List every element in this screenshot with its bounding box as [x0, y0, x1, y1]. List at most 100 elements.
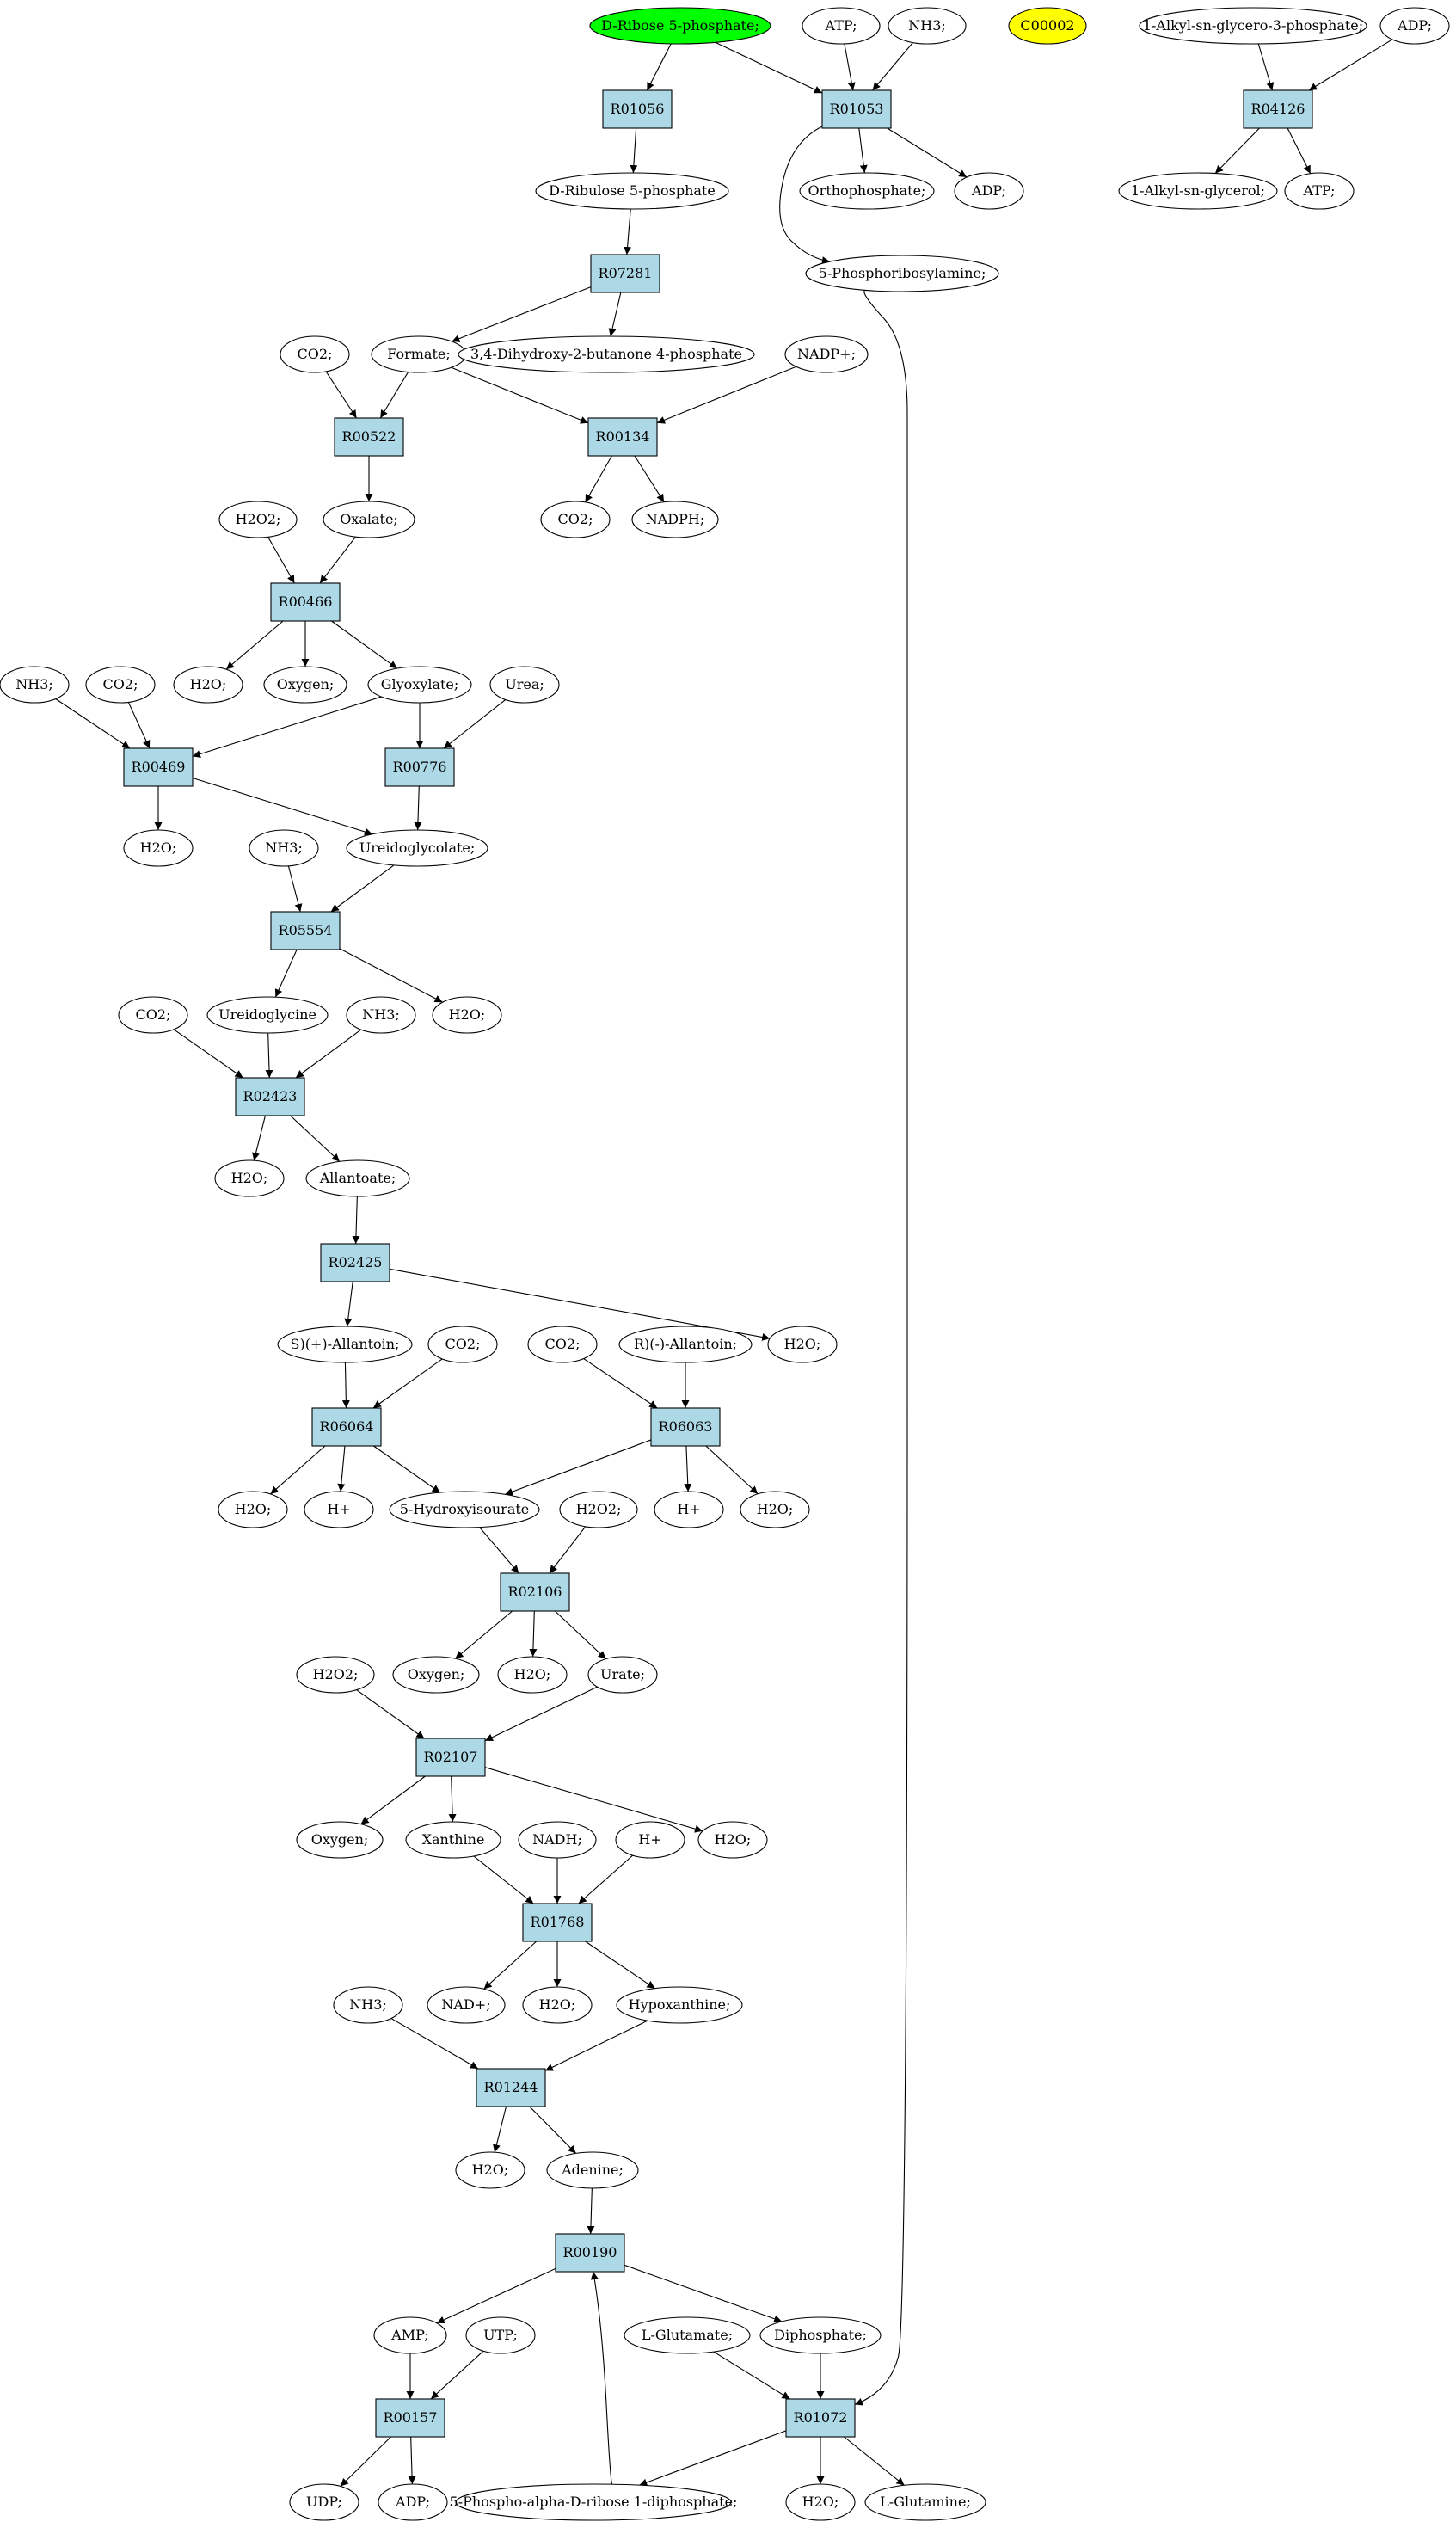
compound-node-dhbp[interactable]: 3,4-Dihydroxy-2-butanone 4-phosphate	[458, 335, 755, 373]
compound-node-co2-1[interactable]: CO2;	[280, 335, 350, 373]
compound-node-ribulose5p[interactable]: D-Ribulose 5-phosphate	[535, 172, 729, 210]
compound-node-h2o-1[interactable]: H2O;	[173, 666, 243, 704]
edge-r_R06064-to-c_hiu	[373, 1445, 440, 1493]
compound-node-h2o-6[interactable]: H2O;	[218, 1491, 288, 1528]
edge-c_co2_5-to-r_R06064	[372, 1358, 443, 1409]
reaction-node-R07281[interactable]: R07281	[590, 254, 660, 293]
reaction-node-R02425[interactable]: R02425	[320, 1243, 390, 1282]
reaction-node-R02423[interactable]: R02423	[235, 1077, 305, 1116]
reaction-node-R00522[interactable]: R00522	[334, 417, 404, 457]
compound-node-glyoxylate[interactable]: Glyoxylate;	[367, 666, 472, 704]
reaction-node-R02107[interactable]: R02107	[415, 1738, 486, 1777]
reaction-node-R05554[interactable]: R05554	[270, 911, 341, 950]
compound-node-oxygen-3[interactable]: Oxygen;	[296, 1821, 384, 1859]
compound-node-h2o2-2[interactable]: H2O2;	[559, 1491, 638, 1528]
compound-node-allantoate[interactable]: Allantoate;	[305, 1159, 410, 1197]
reaction-node-R06063[interactable]: R06063	[650, 1407, 721, 1447]
compound-node-c00002[interactable]: C00002	[1008, 7, 1087, 45]
compound-node-udp[interactable]: UDP;	[289, 2483, 359, 2521]
reaction-node-R00190[interactable]: R00190	[555, 2233, 625, 2273]
compound-node-adenine[interactable]: Adenine;	[546, 2151, 639, 2189]
compound-node-co2-5[interactable]: CO2;	[427, 1326, 498, 1363]
compound-node-nh3-3[interactable]: NH3;	[249, 829, 319, 867]
compound-node-hplus-1[interactable]: H+	[304, 1491, 374, 1528]
compound-node-nadh[interactable]: NADH;	[518, 1821, 597, 1859]
compound-node-ureidoglycine[interactable]: Ureidoglycine	[206, 996, 329, 1034]
compound-node-nadph[interactable]: NADPH;	[631, 501, 719, 538]
compound-node-glutamine[interactable]: L-Glutamine;	[864, 2483, 986, 2521]
compound-node-r-allantoin[interactable]: R)(-)-Allantoin;	[618, 1326, 753, 1363]
compound-label: 5-Phosphoribosylamine;	[819, 265, 986, 281]
reaction-node-R06064[interactable]: R06064	[311, 1407, 382, 1447]
compound-node-ribose5p[interactable]: D-Ribose 5-phosphate;	[589, 7, 771, 45]
compound-node-nh3-5[interactable]: NH3;	[333, 1986, 403, 2024]
compound-node-adp1[interactable]: ADP;	[1379, 7, 1450, 45]
compound-node-oxygen-2[interactable]: Oxygen;	[392, 1656, 480, 1694]
reaction-node-R01056[interactable]: R01056	[602, 89, 673, 129]
reaction-node-R00134[interactable]: R00134	[587, 417, 658, 457]
compound-node-nh3-1[interactable]: NH3;	[888, 7, 967, 45]
compound-node-h2o-10[interactable]: H2O;	[522, 1986, 593, 2024]
compound-node-prpp[interactable]: 5-Phospho-alpha-D-ribose 1-diphosphate;	[450, 2483, 738, 2521]
compound-node-h2o-12[interactable]: H2O;	[785, 2483, 856, 2521]
compound-node-oxalate[interactable]: Oxalate;	[323, 501, 415, 538]
compound-node-h2o-8[interactable]: H2O;	[497, 1656, 568, 1694]
compound-node-h2o-2[interactable]: H2O;	[123, 829, 194, 867]
compound-node-s-allantoin[interactable]: S)(+)-Allantoin;	[277, 1326, 413, 1363]
reaction-node-R00469[interactable]: R00469	[123, 747, 194, 787]
compound-node-diphosphate[interactable]: Diphosphate;	[759, 2316, 882, 2354]
compound-ellipse	[304, 1491, 374, 1528]
compound-node-amp[interactable]: AMP;	[373, 2316, 447, 2354]
compound-node-h2o-11[interactable]: H2O;	[455, 2151, 525, 2189]
compound-node-xanthine[interactable]: Xanthine	[405, 1821, 501, 1859]
edges-layer	[55, 39, 1393, 2487]
compound-node-h2o-9[interactable]: H2O;	[697, 1821, 768, 1859]
reaction-node-R00776[interactable]: R00776	[384, 747, 455, 787]
compound-node-atp2[interactable]: ATP;	[1284, 172, 1355, 210]
compound-node-urate[interactable]: Urate;	[587, 1656, 658, 1694]
compound-node-urea[interactable]: Urea;	[489, 666, 560, 704]
compound-node-atp1[interactable]: ATP;	[802, 7, 881, 45]
compound-node-alkylg3p[interactable]: 1-Alkyl-sn-glycero-3-phosphate;	[1139, 7, 1367, 45]
reaction-label: R00522	[342, 428, 396, 445]
compound-node-ureidoglycolate[interactable]: Ureidoglycolate;	[346, 829, 488, 867]
compound-node-nh3-4[interactable]: NH3;	[346, 996, 416, 1034]
compound-ellipse	[1379, 7, 1450, 45]
compound-node-formate[interactable]: Formate;	[371, 335, 467, 373]
reaction-node-R00466[interactable]: R00466	[270, 582, 341, 622]
reaction-node-R02106[interactable]: R02106	[500, 1572, 570, 1612]
compound-node-utp[interactable]: UTP;	[465, 2316, 536, 2354]
reaction-node-R01244[interactable]: R01244	[476, 2068, 546, 2107]
compound-node-nad[interactable]: NAD+;	[427, 1986, 506, 2024]
compound-node-hypoxanthine[interactable]: Hypoxanthine;	[616, 1986, 743, 2024]
compound-node-alkylglycerol[interactable]: 1-Alkyl-sn-glycerol;	[1118, 172, 1278, 210]
compound-node-hiu[interactable]: 5-Hydroxyisourate	[389, 1491, 540, 1528]
reaction-node-R04126[interactable]: R04126	[1243, 89, 1313, 129]
edge-c_nh3_3-to-r_R05554	[287, 865, 303, 913]
compound-node-nh3-2[interactable]: NH3;	[0, 666, 70, 704]
compound-node-h2o-5[interactable]: H2O;	[767, 1326, 838, 1363]
compound-node-h2o-4[interactable]: H2O;	[214, 1159, 285, 1197]
compound-node-oxygen-1[interactable]: Oxygen;	[263, 666, 347, 704]
compound-node-prpa[interactable]: 5-Phosphoribosylamine;	[805, 255, 999, 292]
compound-node-adp2[interactable]: ADP;	[954, 172, 1024, 210]
compound-node-adp3[interactable]: ADP;	[378, 2483, 448, 2521]
compound-node-h2o-3[interactable]: H2O;	[432, 996, 502, 1034]
compound-node-hplus-2[interactable]: H+	[654, 1491, 724, 1528]
compound-node-h2o-7[interactable]: H2O;	[740, 1491, 810, 1528]
reaction-node-R00157[interactable]: R00157	[375, 2398, 445, 2438]
compound-node-orthophos[interactable]: Orthophosphate;	[799, 172, 935, 210]
compound-label: CO2;	[558, 511, 593, 527]
compound-node-h2o2-3[interactable]: H2O2;	[296, 1656, 375, 1694]
compound-node-hplus-3[interactable]: H+	[615, 1821, 685, 1859]
reaction-node-R01072[interactable]: R01072	[785, 2398, 856, 2438]
compound-node-co2-3[interactable]: CO2;	[85, 666, 156, 704]
reaction-node-R01768[interactable]: R01768	[522, 1903, 593, 1942]
compound-node-co2-4[interactable]: CO2;	[118, 996, 188, 1034]
compound-node-h2o2-1[interactable]: H2O2;	[218, 501, 298, 538]
compound-node-nadp[interactable]: NADP+;	[784, 335, 869, 373]
compound-node-glutamate[interactable]: L-Glutamate;	[624, 2316, 751, 2354]
compound-node-co2-2[interactable]: CO2;	[540, 501, 611, 538]
compound-node-co2-6[interactable]: CO2;	[527, 1326, 598, 1363]
reaction-node-R01053[interactable]: R01053	[821, 89, 892, 129]
